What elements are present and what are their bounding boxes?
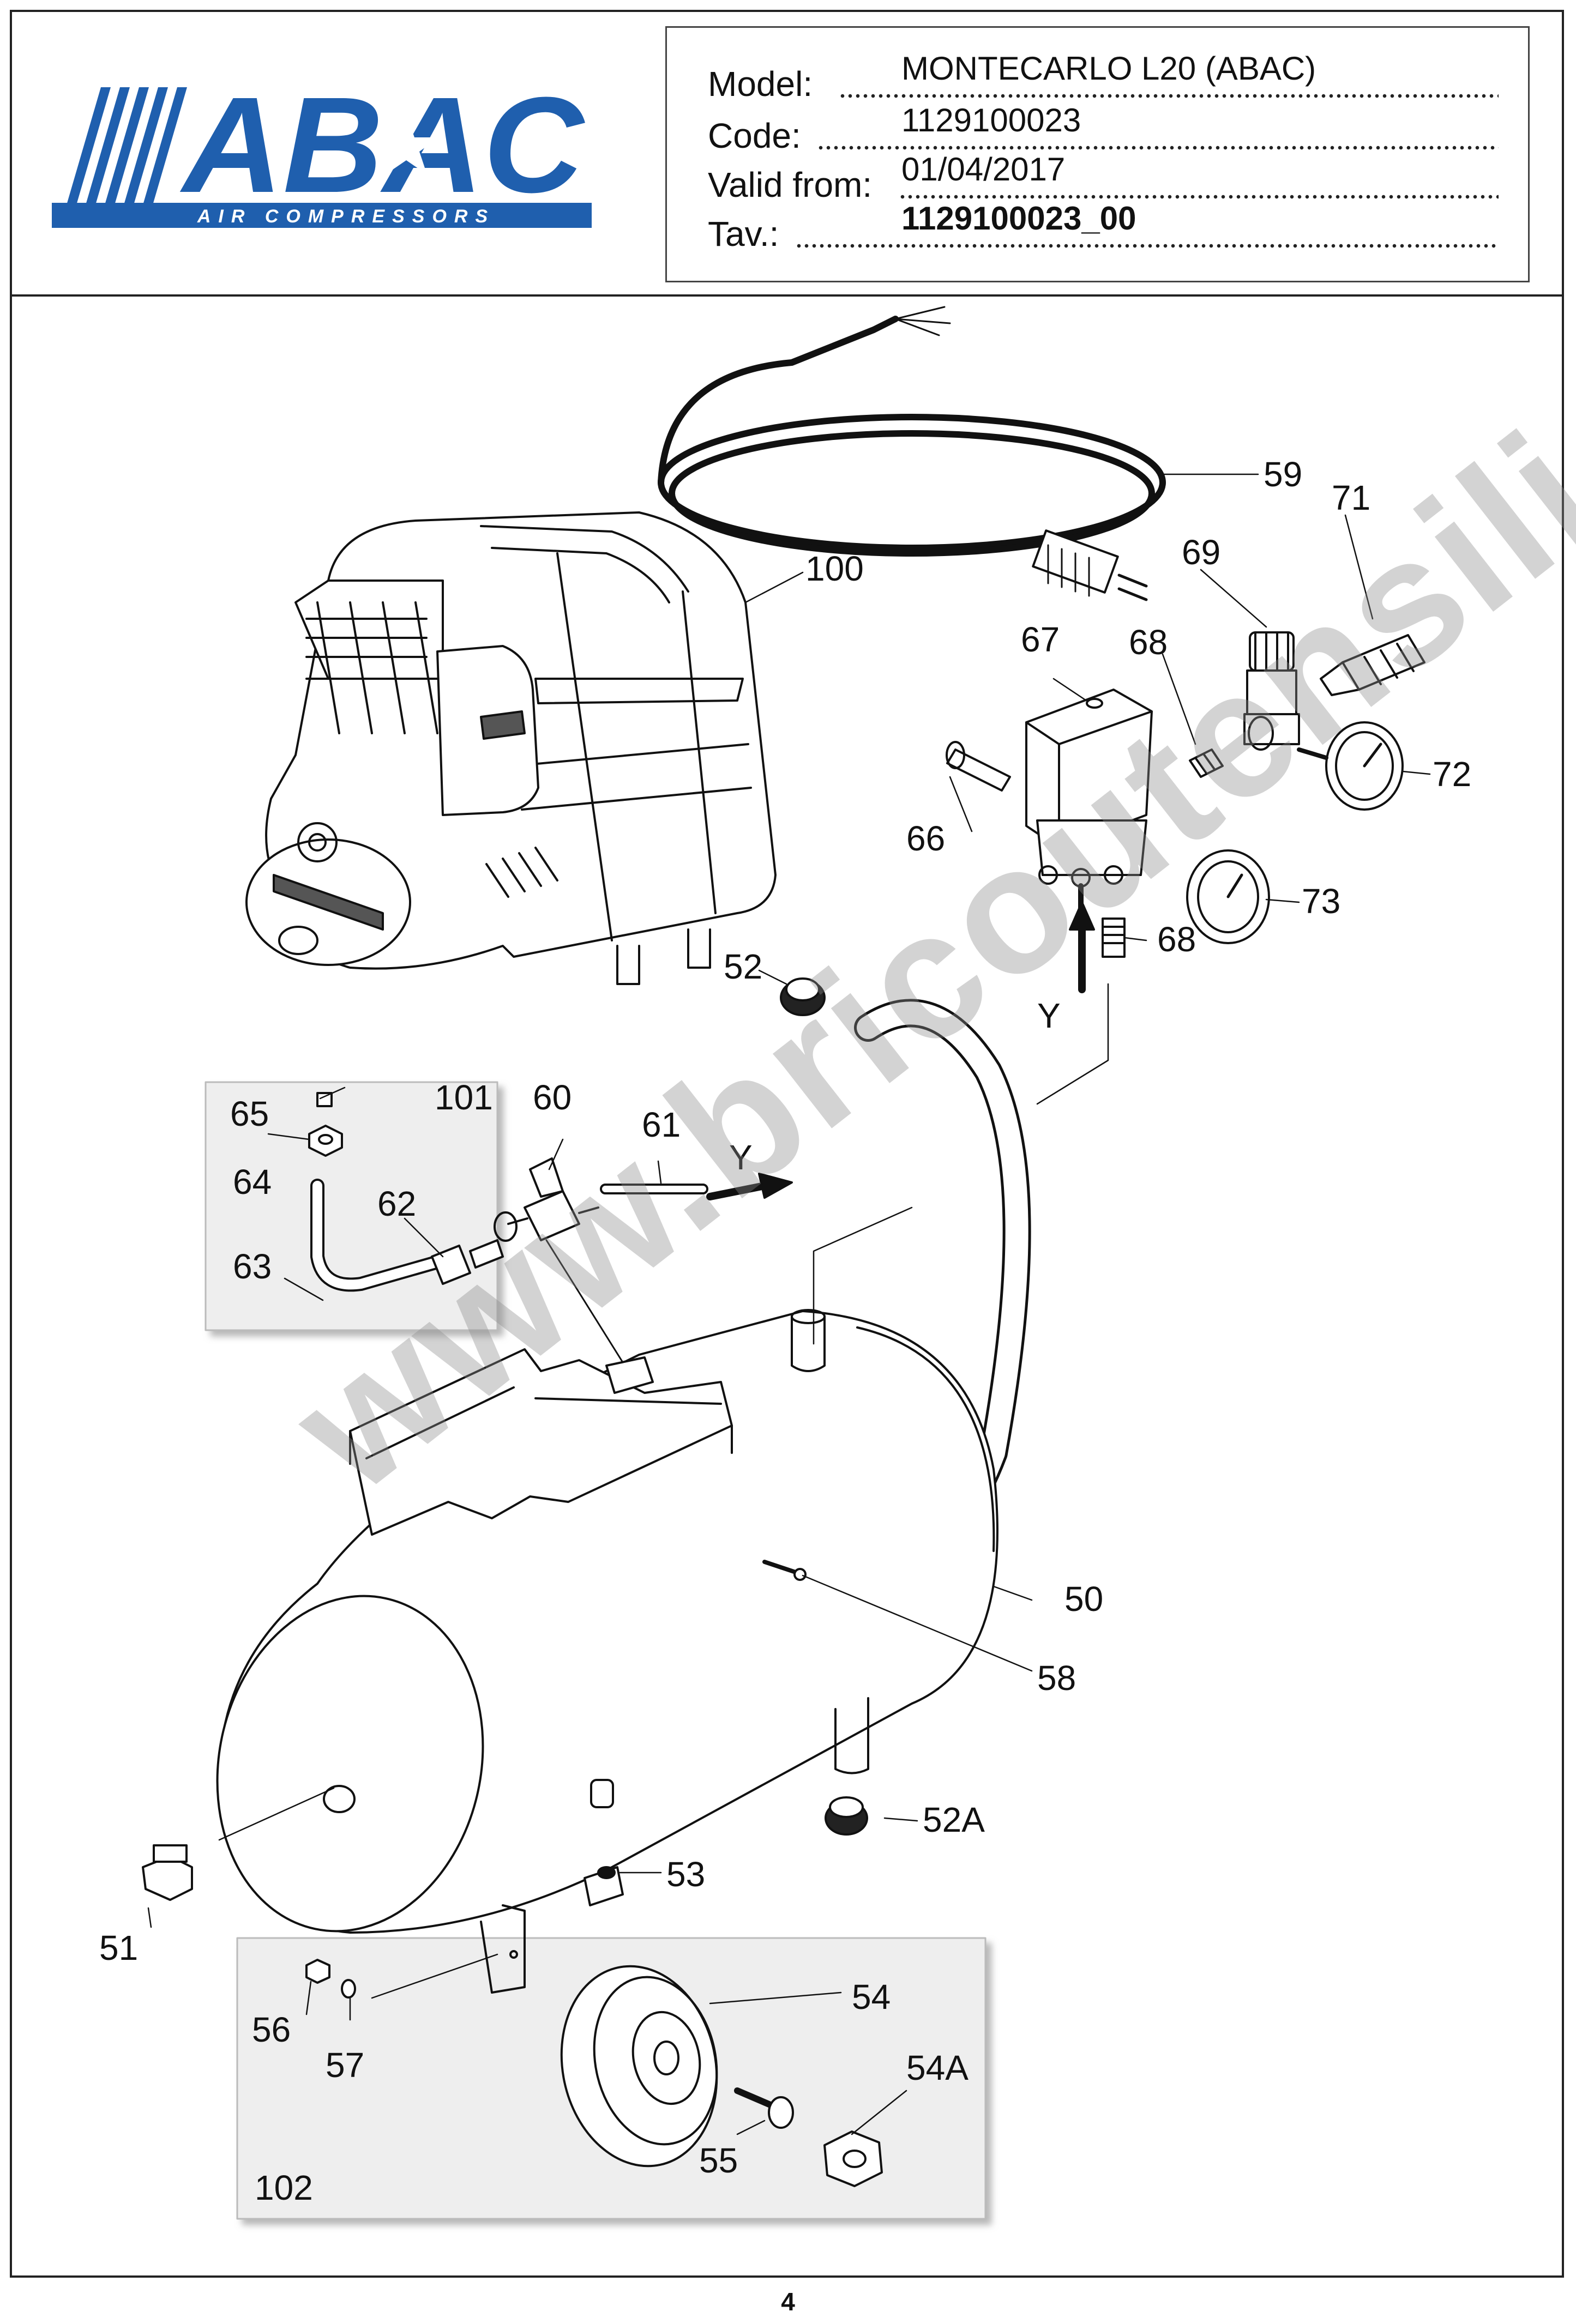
dotted-leader bbox=[795, 244, 1499, 248]
model-label: Model: bbox=[708, 64, 813, 104]
nut-part-56 bbox=[305, 1959, 330, 1984]
model-info-box: Model: MONTECARLO L20 (ABAC) Code: 11291… bbox=[665, 26, 1530, 282]
tav-value: 1129100023_00 bbox=[901, 200, 1136, 237]
pressure-switch-part-67 bbox=[1025, 689, 1153, 916]
dotted-leader bbox=[839, 94, 1499, 98]
wheel-bolt-part-55 bbox=[734, 2087, 794, 2129]
handle-bracket bbox=[349, 1348, 733, 1536]
washer-part-57 bbox=[341, 1979, 356, 1999]
dotted-leader bbox=[817, 146, 1499, 150]
callout-69: 69 bbox=[1182, 533, 1220, 572]
callout-62: 62 bbox=[377, 1184, 416, 1223]
tube-part-61 bbox=[600, 1184, 708, 1194]
callout-55: 55 bbox=[699, 2141, 738, 2180]
nut-part-65 bbox=[316, 1092, 333, 1107]
valid-from-row: Valid from: 01/04/2017 bbox=[708, 153, 1499, 204]
model-value: MONTECARLO L20 (ABAC) bbox=[901, 50, 1316, 87]
tav-row: Tav.: 1129100023_00 bbox=[708, 202, 1499, 253]
pressure-gauge-part-73 bbox=[1186, 849, 1270, 944]
callout-52A: 52A bbox=[923, 1800, 985, 1839]
callout-102: 102 bbox=[255, 2168, 313, 2207]
abac-logo: ABAC AIR COMPRESSORS bbox=[52, 76, 592, 228]
dotted-leader bbox=[899, 195, 1499, 199]
wheel-part-54 bbox=[560, 1965, 718, 2168]
callout-54: 54 bbox=[852, 1977, 891, 2017]
callout-64: 64 bbox=[233, 1162, 272, 1202]
regulator-part-69 bbox=[1243, 631, 1300, 751]
callout-67: 67 bbox=[1021, 620, 1060, 659]
tav-label: Tav.: bbox=[708, 214, 779, 253]
callout-y-right: Y bbox=[729, 1138, 753, 1177]
callout-68-upper: 68 bbox=[1129, 623, 1168, 662]
fitting-part-68-upper bbox=[1189, 748, 1224, 778]
callout-51: 51 bbox=[99, 1928, 138, 1967]
callout-63: 63 bbox=[233, 1247, 272, 1286]
callout-56: 56 bbox=[252, 2010, 291, 2049]
check-valve-part-60 bbox=[494, 1157, 599, 1242]
callout-60: 60 bbox=[533, 1078, 572, 1117]
pressure-gauge-part-72 bbox=[1297, 721, 1404, 811]
callout-52: 52 bbox=[724, 947, 762, 986]
fitting-part-68-lower bbox=[1102, 917, 1126, 958]
logo-subtitle: AIR COMPRESSORS bbox=[197, 206, 495, 227]
callout-y-up: Y bbox=[1037, 996, 1061, 1035]
callout-100: 100 bbox=[805, 549, 864, 588]
callout-50: 50 bbox=[1064, 1579, 1103, 1619]
callout-53: 53 bbox=[666, 1855, 705, 1894]
callout-72: 72 bbox=[1433, 754, 1471, 794]
plug-part-51 bbox=[142, 1844, 193, 1901]
plug-part-52 bbox=[780, 977, 826, 1016]
power-cable-part-59 bbox=[658, 306, 1166, 601]
callout-61: 61 bbox=[642, 1105, 681, 1144]
safety-valve-part-71 bbox=[1320, 634, 1425, 696]
callout-54A: 54A bbox=[906, 2048, 969, 2087]
motor-unit-part-100 bbox=[245, 511, 777, 985]
callout-58: 58 bbox=[1037, 1658, 1076, 1698]
fitting-part-66 bbox=[946, 741, 1011, 792]
callout-73: 73 bbox=[1302, 882, 1340, 921]
callout-71: 71 bbox=[1332, 478, 1370, 517]
nut-part-64 bbox=[308, 1125, 343, 1157]
code-value: 1129100023 bbox=[901, 102, 1081, 138]
code-row: Code: 1129100023 bbox=[708, 104, 1499, 155]
air-tank-part-50 bbox=[216, 1309, 998, 1994]
callout-68-lower: 68 bbox=[1157, 920, 1196, 959]
callout-101: 101 bbox=[435, 1078, 493, 1117]
screw-part-58 bbox=[762, 1560, 807, 1581]
leader-lines bbox=[147, 473, 1431, 2135]
header-divider bbox=[10, 294, 1564, 297]
plug-part-52A bbox=[825, 1796, 868, 1836]
logo-wordmark: ABAC bbox=[179, 76, 586, 221]
logo-star-icon bbox=[374, 114, 439, 174]
valid-from-value: 01/04/2017 bbox=[901, 151, 1066, 188]
exploded-parts-diagram: 59 71 69 100 67 68 72 66 73 52 68 Y 65 1… bbox=[99, 306, 1471, 2220]
model-row: Model: MONTECARLO L20 (ABAC) bbox=[708, 52, 1499, 104]
flow-arrow-y-right bbox=[706, 1182, 768, 1200]
callout-57: 57 bbox=[326, 2045, 364, 2085]
page-number: 4 bbox=[781, 2287, 795, 2316]
valid-from-label: Valid from: bbox=[708, 165, 873, 204]
code-label: Code: bbox=[708, 116, 801, 155]
hex-nut-part-54A bbox=[823, 2130, 883, 2187]
page-frame bbox=[10, 10, 1564, 2278]
callout-65: 65 bbox=[230, 1094, 269, 1133]
drain-tap-part-53 bbox=[584, 1779, 624, 1906]
callout-66: 66 bbox=[906, 819, 945, 858]
callout-59: 59 bbox=[1264, 455, 1302, 494]
